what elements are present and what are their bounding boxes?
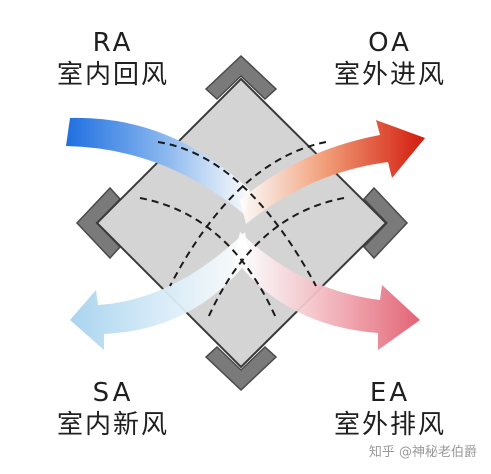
oa-name: 室外进风 xyxy=(333,60,446,90)
dashed-path-3 xyxy=(169,141,327,287)
return-air-arrow xyxy=(66,117,250,215)
outdoor-air-arrow xyxy=(240,120,425,224)
dashed-path-1 xyxy=(157,141,317,287)
ra-name: 室内回风 xyxy=(56,60,169,90)
supply-air-arrow xyxy=(70,232,250,350)
oa-code: OA xyxy=(368,28,412,58)
ea-name: 室外排风 xyxy=(333,410,446,440)
oa-label: OA 室外进风 xyxy=(325,28,455,92)
right-bracket xyxy=(362,186,409,260)
internal-flow-paths xyxy=(139,141,345,319)
bottom-bracket xyxy=(204,345,278,392)
sa-label: SA 室内新风 xyxy=(48,378,178,442)
ea-label: EA 室外排风 xyxy=(325,378,455,442)
dashed-path-4 xyxy=(207,197,345,319)
sa-code: SA xyxy=(92,378,134,408)
sa-name: 室内新风 xyxy=(56,410,169,440)
dashed-path-2 xyxy=(139,197,277,319)
watermark: 知乎 @神秘老伯爵 xyxy=(368,445,477,460)
top-bracket xyxy=(204,54,278,101)
ea-code: EA xyxy=(369,378,411,408)
exhaust-air-arrow xyxy=(234,232,420,350)
ra-code: RA xyxy=(92,28,134,58)
ra-label: RA 室内回风 xyxy=(48,28,178,92)
